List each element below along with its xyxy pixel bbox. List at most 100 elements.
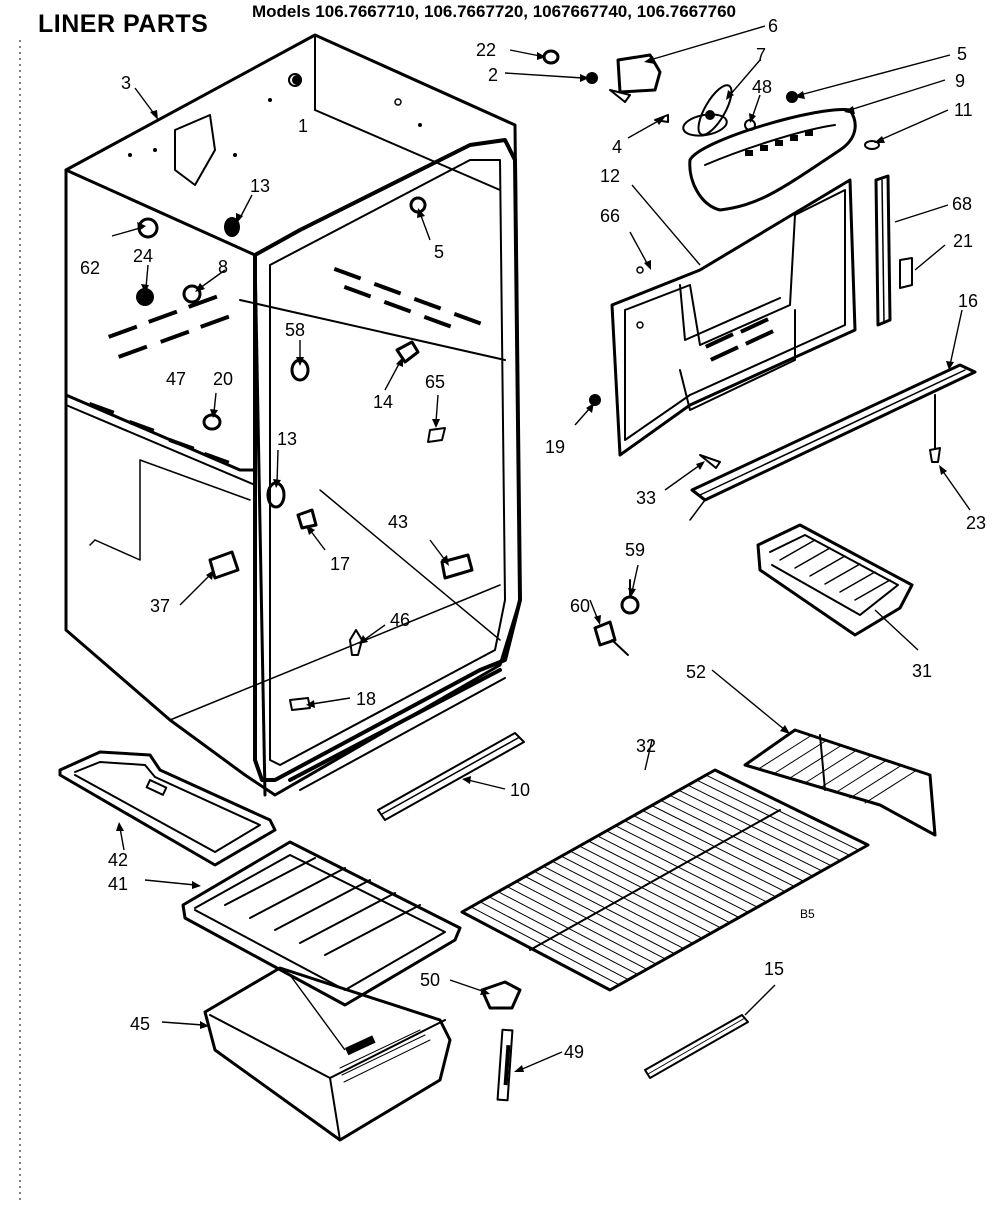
shelf-wire bbox=[687, 784, 841, 862]
callout-41: 41 bbox=[108, 874, 128, 894]
callout-1: 1 bbox=[298, 116, 308, 136]
shelf-wire bbox=[560, 855, 712, 934]
part-18-clip bbox=[289, 697, 311, 711]
trim-strip bbox=[689, 363, 977, 521]
callout-52: 52 bbox=[686, 662, 706, 682]
callout-47: 47 bbox=[166, 369, 186, 389]
shelf-wire bbox=[578, 845, 731, 924]
callout-33: 33 bbox=[636, 488, 656, 508]
callout-66: 66 bbox=[600, 206, 620, 226]
callout-42: 42 bbox=[108, 850, 128, 870]
part-46-light-bulb bbox=[349, 629, 363, 656]
callout-60: 60 bbox=[570, 596, 590, 616]
shelf-wire bbox=[506, 886, 657, 965]
callout-12: 12 bbox=[600, 166, 620, 186]
callout-8: 8 bbox=[218, 257, 228, 277]
part-43-hinge bbox=[440, 553, 474, 580]
callout-50: 50 bbox=[420, 970, 440, 990]
shelf-wire bbox=[551, 860, 703, 939]
shelf-wire bbox=[497, 891, 648, 970]
callout-19: 19 bbox=[545, 437, 565, 457]
part-24-knob bbox=[136, 288, 154, 306]
callout-23: 23 bbox=[966, 513, 986, 533]
wire-shelf bbox=[460, 768, 870, 992]
callout-49: 49 bbox=[564, 1042, 584, 1062]
shelf-wire bbox=[533, 870, 685, 950]
evaporator-cover bbox=[589, 178, 857, 457]
callout-15: 15 bbox=[764, 959, 784, 979]
callout-11: 11 bbox=[954, 100, 973, 120]
rail-10 bbox=[377, 732, 525, 821]
callout-2: 2 bbox=[488, 65, 498, 85]
callout-48: 48 bbox=[752, 77, 772, 97]
shelf-wire bbox=[470, 906, 620, 986]
callout-31: 31 bbox=[912, 661, 932, 681]
drip-tray bbox=[58, 750, 277, 867]
callout-37: 37 bbox=[150, 596, 170, 616]
callout-58: 58 bbox=[285, 320, 305, 340]
rail-15 bbox=[644, 1014, 749, 1079]
shelf-wire bbox=[696, 779, 851, 856]
callout-16: 16 bbox=[958, 291, 978, 311]
diagram-title: LINER PARTS bbox=[38, 10, 209, 38]
part-37-hinge bbox=[208, 550, 240, 580]
shelf-wire bbox=[597, 835, 749, 913]
callout-46: 46 bbox=[390, 610, 410, 630]
shelf-wire bbox=[669, 794, 823, 872]
part-65-clip bbox=[427, 427, 446, 443]
shelf-wire bbox=[515, 881, 666, 960]
part-20-screw bbox=[202, 413, 222, 431]
shelf-wire bbox=[588, 840, 740, 918]
part-8-bushing bbox=[182, 284, 202, 304]
callout-59: 59 bbox=[625, 540, 645, 560]
drawer-support bbox=[480, 980, 522, 1102]
callout-17: 17 bbox=[330, 554, 350, 574]
callout-3: 3 bbox=[121, 73, 131, 93]
liner-cabinet bbox=[64, 33, 522, 797]
callout-4: 4 bbox=[612, 137, 622, 157]
fan-motor-assembly bbox=[542, 49, 798, 137]
leader-lines bbox=[111, 25, 971, 1072]
shelf-wire bbox=[542, 865, 694, 944]
shelf-wire bbox=[479, 901, 629, 981]
shelf-wire bbox=[705, 774, 860, 851]
callout-13-lower: 13 bbox=[277, 429, 297, 449]
drawing-code: B5 bbox=[800, 907, 815, 921]
side-channel bbox=[874, 174, 913, 327]
shelf-wire bbox=[651, 805, 804, 882]
callout-32: 32 bbox=[636, 736, 656, 756]
callout-68: 68 bbox=[952, 194, 972, 214]
ice-tray bbox=[756, 523, 914, 637]
shelf-wire bbox=[524, 876, 675, 955]
shelf-wire bbox=[615, 825, 768, 903]
crisper-drawer bbox=[203, 966, 452, 1142]
callout-62: 62 bbox=[80, 258, 100, 278]
callout-22: 22 bbox=[476, 40, 496, 60]
crisper-cover bbox=[181, 840, 462, 1007]
callout-20: 20 bbox=[213, 369, 233, 389]
callout-labels: 3 1 13 62 24 8 5 58 14 65 47 20 13 17 43… bbox=[80, 16, 986, 1062]
shelf-wire bbox=[606, 830, 758, 908]
callout-43: 43 bbox=[388, 512, 408, 532]
callout-5-fan: 5 bbox=[957, 44, 967, 64]
part-1-grommet bbox=[292, 75, 302, 85]
callout-6: 6 bbox=[768, 16, 778, 36]
shelf-wire bbox=[633, 815, 786, 893]
shelf-wire bbox=[642, 810, 795, 887]
upper-shelf bbox=[743, 728, 937, 837]
shelf-wire bbox=[678, 789, 832, 867]
shelf-wire bbox=[569, 850, 722, 929]
callout-14: 14 bbox=[373, 392, 393, 412]
callout-10: 10 bbox=[510, 780, 530, 800]
callout-21: 21 bbox=[953, 231, 973, 251]
callout-7: 7 bbox=[756, 45, 766, 65]
callout-13: 13 bbox=[250, 176, 270, 196]
part-17-bracket bbox=[296, 508, 318, 530]
model-numbers: Models 106.7667710, 106.7667720, 1067667… bbox=[252, 2, 736, 21]
shelf-wire bbox=[624, 820, 777, 898]
callout-24: 24 bbox=[133, 246, 153, 266]
part-14-bracket bbox=[395, 340, 420, 364]
callout-18: 18 bbox=[356, 689, 376, 709]
callout-45: 45 bbox=[130, 1014, 150, 1034]
callout-65: 65 bbox=[425, 372, 445, 392]
